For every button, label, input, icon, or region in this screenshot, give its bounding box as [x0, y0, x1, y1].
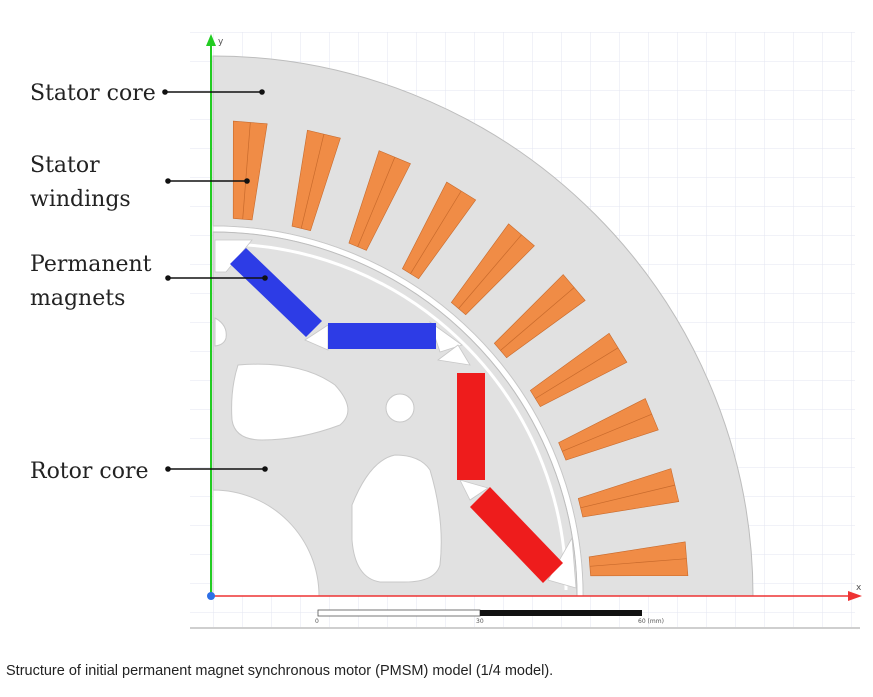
rotor-cutout-middle — [351, 454, 442, 583]
figure-caption: Structure of initial permanent magnet sy… — [6, 663, 554, 679]
stator-winding-slot — [348, 150, 411, 251]
scale-bar: 0 30 60 (mm) — [315, 609, 664, 625]
stator-winding-divider — [300, 134, 325, 229]
stator-winding-slot — [577, 468, 680, 518]
magnet-red-angled — [470, 487, 563, 583]
stator-winding-slot — [493, 274, 586, 359]
dot-rotor-core-start — [165, 466, 171, 472]
stator-winding-slot — [529, 332, 628, 407]
rotor-cutout-small-hole — [385, 393, 415, 423]
label-rotor-core: Rotor core — [30, 459, 149, 484]
stator-winding-divider — [580, 484, 675, 509]
dot-stator-core-start — [162, 89, 168, 95]
scale-bar-white-segment — [317, 609, 481, 617]
dot-stator-windings-end — [244, 178, 250, 184]
stator-winding-slot — [291, 129, 341, 232]
pocket-4 — [437, 344, 471, 366]
dot-permanent-magnets-start — [165, 275, 171, 281]
y-axis-label: y — [218, 37, 224, 47]
scale-tick-end: 60 (mm) — [638, 618, 664, 625]
stator-winding-divider — [589, 558, 687, 567]
scale-tick-0: 0 — [315, 618, 319, 625]
stator-windings — [232, 120, 689, 577]
label-permanent-magnets-2: magnets — [30, 286, 125, 311]
coordinate-axes: y x — [206, 34, 862, 601]
magnet-blue-angled — [230, 248, 322, 337]
permanent-magnets — [230, 248, 563, 583]
stator-winding-divider — [458, 234, 522, 309]
dot-stator-windings-start — [165, 178, 171, 184]
scale-tick-mid: 30 — [476, 618, 484, 625]
motor-figure: y x 0 30 60 (mm) Stator core Stator wind… — [30, 32, 862, 629]
pocket-5 — [459, 479, 489, 501]
label-stator-windings-2: windings — [30, 187, 131, 212]
stator-winding-slot — [402, 181, 477, 280]
stator-winding-divider — [357, 157, 396, 247]
rotor-flux-barrier-strip — [227, 242, 568, 591]
dot-stator-core-end — [259, 89, 265, 95]
pocket-1 — [214, 239, 253, 273]
origin-marker — [207, 592, 215, 600]
callouts: Stator core Stator windings Permanent ma… — [30, 81, 268, 484]
stator-winding-divider — [562, 413, 652, 452]
x-axis-arrow — [848, 591, 862, 601]
stator-winding-divider — [535, 347, 619, 399]
stator-winding-slot — [232, 120, 268, 221]
stator-winding-slot — [450, 223, 535, 316]
label-stator-windings-1: Stator — [30, 153, 100, 178]
rotor-hub-cutout — [212, 489, 320, 597]
rotor-cutouts — [214, 317, 442, 583]
dot-permanent-magnets-end — [262, 275, 268, 281]
label-stator-core: Stator core — [30, 81, 156, 106]
rotor-cutout-hub-edge — [214, 317, 227, 347]
rotor-cutout-upper — [231, 363, 349, 441]
label-permanent-magnets-1: Permanent — [30, 252, 152, 277]
magnet-blue-horizontal — [328, 323, 436, 349]
stator-winding-slot — [558, 398, 659, 461]
x-axis-label: x — [856, 583, 862, 593]
dot-rotor-core-end — [262, 466, 268, 472]
stator-winding-divider — [500, 287, 575, 351]
scale-bar-black-segment — [480, 610, 642, 616]
stator-winding-divider — [242, 122, 251, 220]
magnet-red-vertical — [457, 373, 485, 480]
stator-winding-divider — [410, 190, 462, 274]
y-axis-arrow — [206, 34, 216, 46]
stator-winding-slot — [588, 541, 689, 577]
